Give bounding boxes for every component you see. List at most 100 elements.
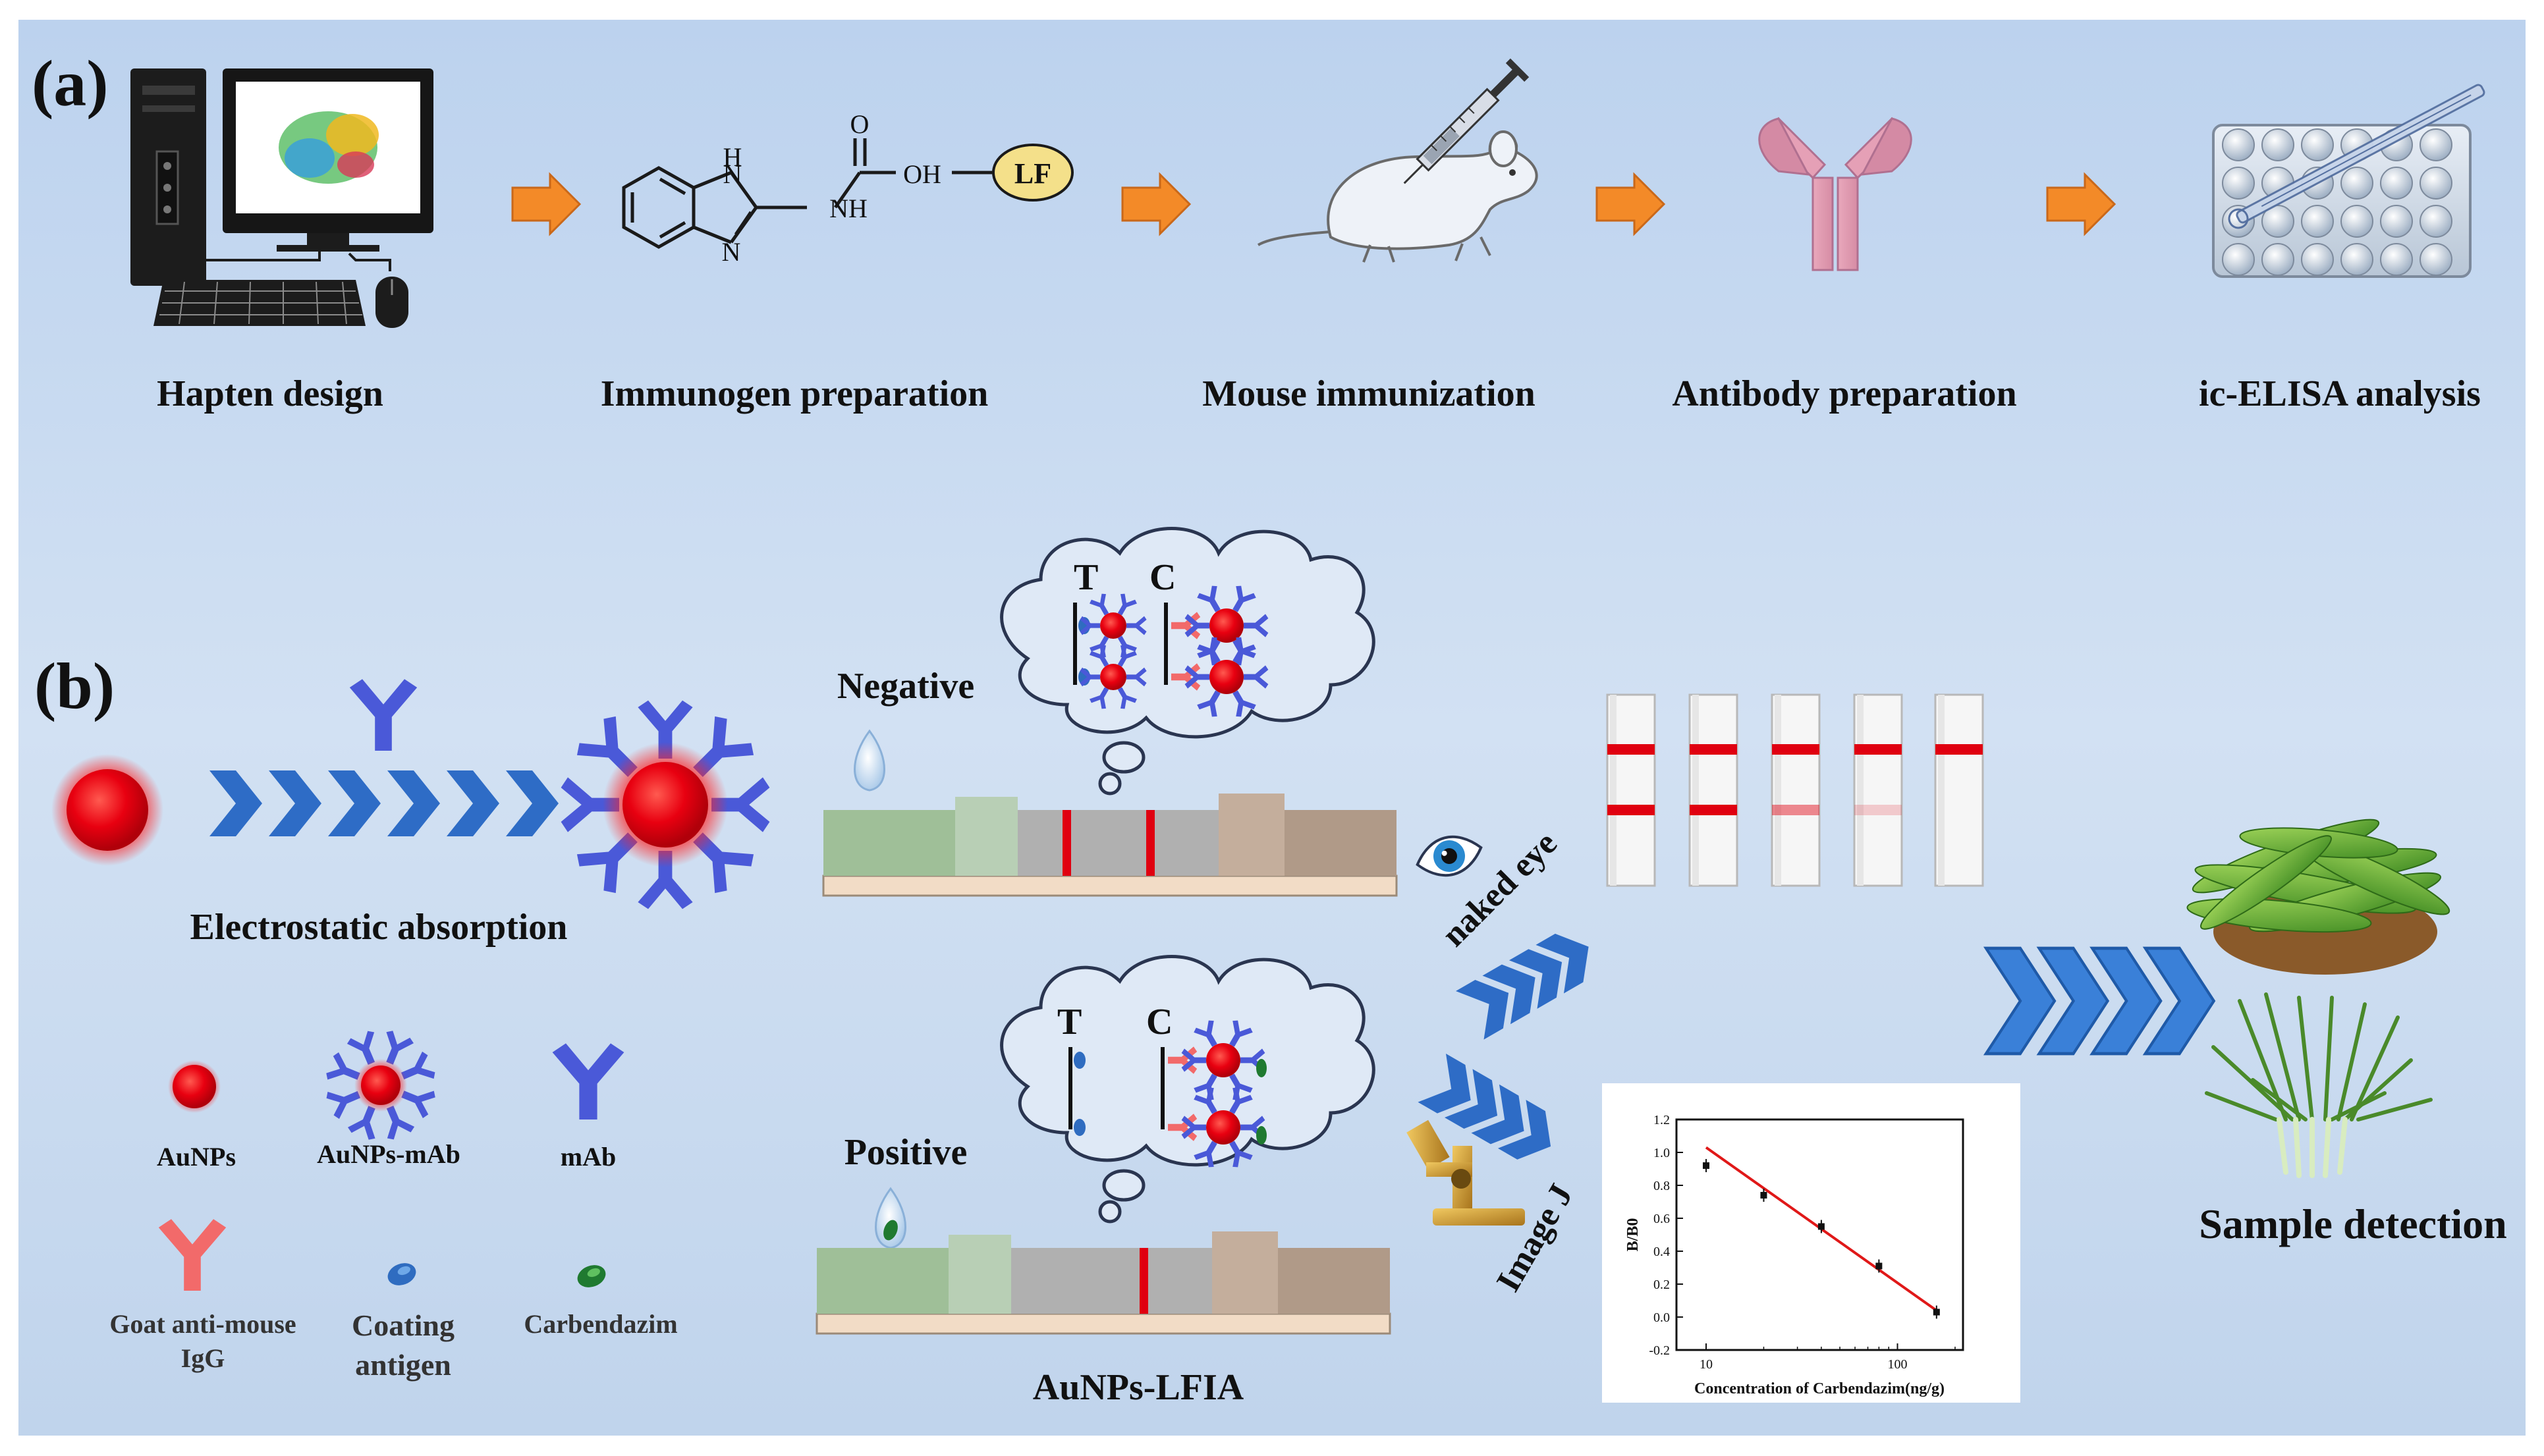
chart-point: [1703, 1162, 1710, 1169]
pos-t-label: T: [1057, 1002, 1082, 1042]
elisa-well: [2420, 167, 2452, 200]
chart-ytick-label: 0.4: [1653, 1245, 1670, 1259]
elisa-plate-icon: [2212, 84, 2485, 278]
elisa-well: [2380, 205, 2413, 238]
negative-cloud: T C: [1000, 527, 1375, 795]
result-strip-t-line: [1690, 805, 1737, 815]
legend-label-coating-line1: Coating: [352, 1308, 455, 1342]
step-label-hapten-design: Hapten design: [157, 373, 383, 414]
sample-label: Sample detection: [2199, 1200, 2507, 1247]
elisa-well: [2420, 128, 2452, 161]
chart-xtick-label: 10: [1700, 1357, 1713, 1372]
coating-antigen-icon: [387, 1263, 416, 1285]
chart-ytick-label: 0.6: [1653, 1212, 1670, 1226]
antibody-icon: [1758, 117, 1912, 271]
legend-label-aunps-mab: AuNPs-mAb: [317, 1139, 460, 1169]
positive-label: Positive: [844, 1132, 968, 1173]
neg-c-label: C: [1149, 557, 1176, 598]
result-strip-c-line: [1854, 744, 1902, 755]
elisa-well: [2222, 167, 2255, 200]
elisa-well: [2380, 167, 2413, 200]
conjugation-label: Electrostatic absorption: [190, 907, 568, 948]
step-label-immunogen-preparation: Immunogen preparation: [601, 373, 989, 414]
chart-point: [1875, 1262, 1883, 1270]
strip-label: AuNPs-LFIA: [1033, 1367, 1244, 1408]
flow-arrow-3: [1595, 172, 1666, 236]
legend: AuNPs AuNPs-mAb mAb Goat anti-mouse IgG …: [109, 1029, 678, 1382]
chart-ytick-label: 0.8: [1653, 1179, 1670, 1193]
result-strip-c-line: [1772, 744, 1819, 755]
svg-text:O: O: [850, 109, 870, 139]
chart-ytick-label: 0.2: [1653, 1278, 1670, 1292]
legend-label-carbendazim: Carbendazim: [524, 1309, 677, 1339]
svg-text:H: H: [723, 142, 742, 172]
background-panel: [18, 20, 2526, 1436]
flow-arrow-4: [2046, 172, 2116, 236]
step-label-ic-elisa-analysis: ic-ELISA analysis: [2199, 373, 2481, 414]
bound-aunp-mab: [1080, 591, 1147, 660]
flow-arrow-1: [511, 172, 582, 236]
legend-label-aunps: AuNPs: [157, 1142, 236, 1172]
aunp-icon: [168, 1060, 221, 1113]
computer-icon: [130, 68, 433, 328]
result-strip-t-line: [1854, 805, 1902, 815]
elisa-well: [2222, 243, 2255, 276]
elisa-well: [2340, 205, 2373, 238]
legend-label-mab: mAb: [561, 1142, 616, 1172]
svg-text:N: N: [723, 159, 742, 189]
neg-strip-c-line: [1146, 810, 1155, 876]
aunp-mab-icon: [324, 1029, 437, 1142]
panel-b-label: (b): [34, 649, 115, 722]
captured-aunp-mab: [1184, 635, 1269, 719]
chart-point: [1817, 1223, 1825, 1230]
elisa-well: [2261, 128, 2294, 161]
result-strips: [1606, 693, 1984, 887]
result-strip-c-line: [1690, 744, 1737, 755]
aunp-mab-conjugate: [561, 700, 770, 909]
mouse-syringe-icon: [1257, 58, 1538, 263]
neg-strip-t-line: [1063, 810, 1071, 876]
microscope-icon: [1406, 1119, 1525, 1226]
svg-text:N: N: [722, 237, 741, 267]
chart-xtick-label: 100: [1888, 1357, 1908, 1372]
carbendazim: [1256, 1126, 1267, 1145]
chemical-structure-icon: H N N NH O OH LF: [622, 109, 1074, 267]
chives-icon: [2205, 992, 2433, 1121]
elisa-well: [2340, 167, 2373, 200]
svg-text:OH: OH: [903, 159, 941, 189]
step-label-antibody-preparation: Antibody preparation: [1672, 373, 2016, 414]
eye-icon: [1416, 835, 1483, 877]
chart-ytick-label: 0.0: [1653, 1310, 1670, 1325]
pos-c-label: C: [1146, 1002, 1173, 1042]
chart-ytick-label: -0.2: [1649, 1343, 1670, 1358]
aunp-particle: [51, 754, 163, 866]
captured-aunp-mab: [1181, 1018, 1265, 1102]
chart-point: [1933, 1308, 1940, 1316]
negative-strip: [822, 729, 1398, 897]
result-strip-c-line: [1607, 744, 1655, 755]
chart-ytick-label: 1.2: [1653, 1113, 1670, 1127]
flow-arrow-2: [1121, 172, 1192, 236]
negative-label: Negative: [837, 666, 974, 707]
elisa-well: [2222, 128, 2255, 161]
elisa-well: [2420, 243, 2452, 276]
bound-aunp-mab: [1080, 643, 1147, 711]
svg-text:LF: LF: [1014, 157, 1051, 190]
legend-label-goat-igg-line2: IgG: [181, 1343, 225, 1373]
chart-point: [1760, 1192, 1767, 1199]
captured-aunp-mab: [1181, 1085, 1265, 1170]
elisa-well: [2261, 243, 2294, 276]
carbendazim: [1256, 1059, 1267, 1077]
captured-aunp-mab: [1184, 583, 1269, 668]
legend-label-coating-line2: antigen: [355, 1348, 451, 1382]
plot-frame: [1675, 1118, 1964, 1351]
chart-ytick-label: 1.0: [1653, 1146, 1670, 1160]
result-strip-t-line: [1772, 805, 1819, 815]
coating-antigen: [1074, 1119, 1086, 1136]
chart-ylabel: B/B0: [1624, 1218, 1642, 1252]
svg-text:NH: NH: [829, 194, 868, 223]
positive-cloud: T C: [1000, 955, 1375, 1224]
elisa-well: [2301, 243, 2334, 276]
